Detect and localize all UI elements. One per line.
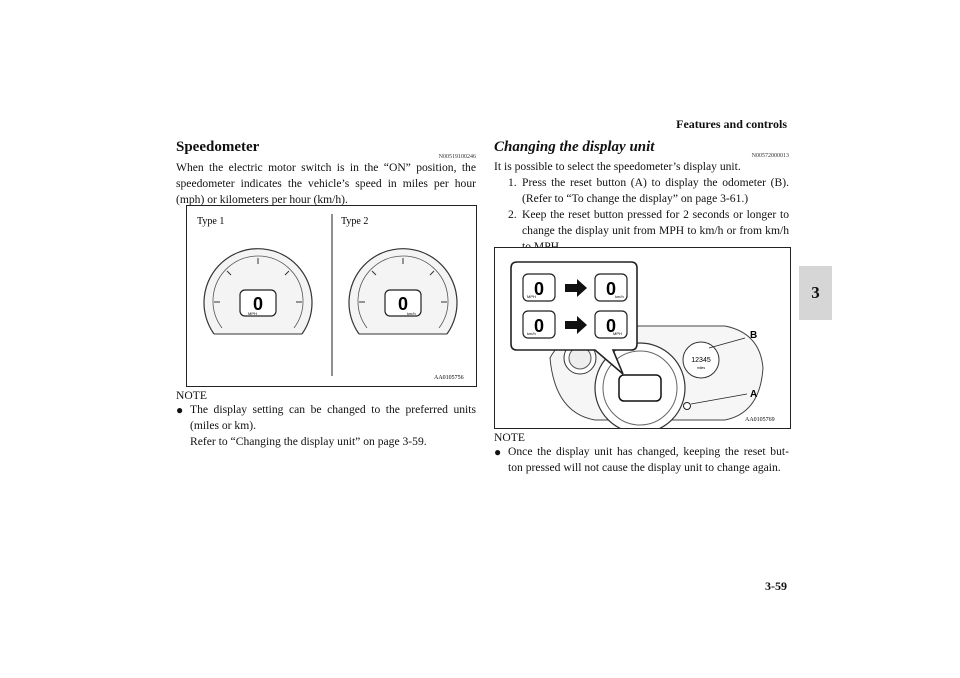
speedometer-illustration: Type 1 Type 2 0 MPH 0 xyxy=(197,214,464,381)
page-number: 3-59 xyxy=(765,579,787,593)
arrow-right-icon xyxy=(565,279,587,297)
gauge1-unit: MPH xyxy=(248,311,257,316)
row1-to-digit: 0 xyxy=(606,279,616,299)
step-item: 2. Keep the reset button pressed for 2 s… xyxy=(508,207,789,255)
row2-from-digit: 0 xyxy=(534,316,544,336)
row1-from-unit: MPH xyxy=(527,294,536,299)
figure-code: AA0105769 xyxy=(745,417,775,423)
gauge2-unit: km/h xyxy=(407,311,416,316)
note-label: NOTE xyxy=(494,431,525,444)
odometer-unit: miles xyxy=(697,366,705,370)
display-unit-illustration: 12345 miles B A 0 MPH 0 km/h 0 km/h 0 xyxy=(510,261,775,434)
note-label: NOTE xyxy=(176,389,207,402)
bullet-icon: ● xyxy=(176,403,184,417)
section-title-display-unit: Changing the display unit xyxy=(494,139,655,155)
bullet-icon: ● xyxy=(494,445,502,459)
chapter-tab: 3 xyxy=(799,266,832,320)
speedometer-gauge-type1: 0 MPH xyxy=(203,248,313,335)
note-text: Once the display unit has changed, keepi… xyxy=(508,445,789,474)
running-header: Features and controls xyxy=(676,117,787,131)
step-number: 2. xyxy=(508,208,517,221)
gauge1-digit: 0 xyxy=(253,294,263,314)
figure-code: AA0105756 xyxy=(434,375,464,381)
speedometer-description: When the electric motor switch is in the… xyxy=(176,161,476,206)
note-item: ● Once the display unit has changed, kee… xyxy=(494,444,789,476)
row2-from-unit: km/h xyxy=(527,331,536,336)
step-item: 1. Press the reset button (A) to display… xyxy=(508,175,789,207)
row2-to-digit: 0 xyxy=(606,316,616,336)
label-b: B xyxy=(750,330,757,341)
section-title-speedometer: Speedometer xyxy=(176,139,260,155)
note-text-2: Refer to “Changing the display unit” on … xyxy=(190,435,427,448)
speedometer-figure: Type 1 Type 2 0 MPH 0 xyxy=(186,205,477,387)
step-number: 1. xyxy=(508,176,517,189)
odometer-digits: 12345 xyxy=(691,357,711,364)
note-text-1: The display setting can be changed to th… xyxy=(190,403,476,432)
left-column: Speedometer N00519100246 When the electr… xyxy=(176,139,476,208)
right-column: Changing the display unit N00572000013 I… xyxy=(494,139,789,255)
section-code: N00519100246 xyxy=(438,154,476,160)
type1-label: Type 1 xyxy=(197,216,224,227)
right-note: NOTE ● Once the display unit has changed… xyxy=(494,431,789,476)
arrow-right-icon xyxy=(565,316,587,334)
note-item: ● The display setting can be changed to … xyxy=(176,402,476,450)
section-code: N00572000013 xyxy=(751,153,789,159)
gauge2-digit: 0 xyxy=(398,294,408,314)
display-unit-intro: It is possible to select the speedometer… xyxy=(494,160,741,173)
display-unit-figure: 12345 miles B A 0 MPH 0 km/h 0 km/h 0 xyxy=(494,247,791,434)
step-text: Press the reset button (A) to display th… xyxy=(522,176,789,205)
left-note: NOTE ● The display setting can be change… xyxy=(176,389,476,450)
speedometer-gauge-type2: 0 km/h xyxy=(348,248,458,335)
label-a: A xyxy=(750,389,757,400)
callout-row-2: 0 km/h 0 MPH xyxy=(522,310,628,339)
type2-label: Type 2 xyxy=(341,216,368,227)
row1-from-digit: 0 xyxy=(534,279,544,299)
steps-list: 1. Press the reset button (A) to display… xyxy=(494,175,789,255)
step-text: Keep the reset button pressed for 2 seco… xyxy=(522,208,789,253)
row1-to-unit: km/h xyxy=(615,294,624,299)
callout-row-1: 0 MPH 0 km/h xyxy=(522,273,628,302)
row2-to-unit: MPH xyxy=(613,331,622,336)
